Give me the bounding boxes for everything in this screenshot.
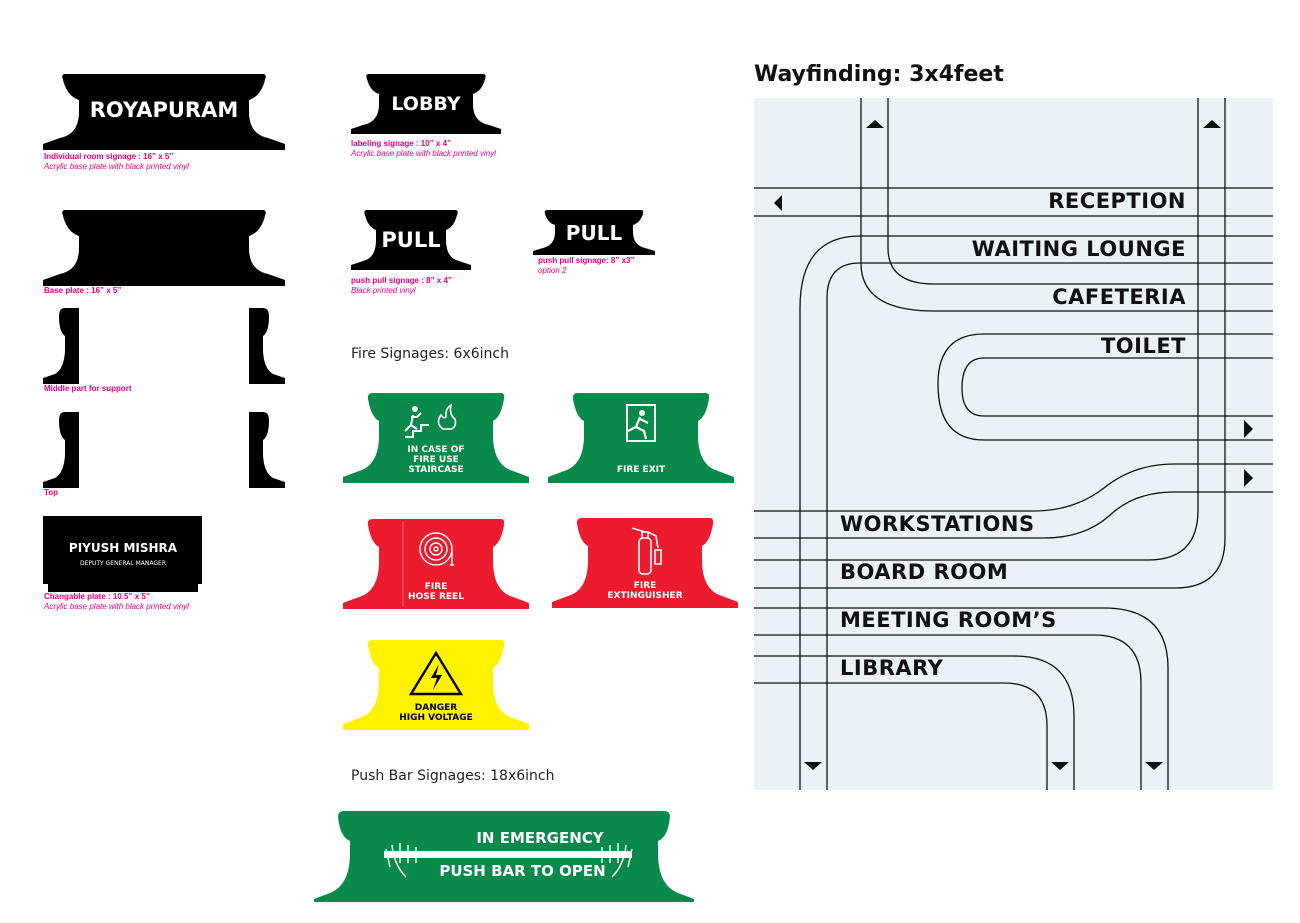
danger-line2: HIGH VOLTAGE: [399, 713, 473, 723]
fire-section-title: Fire Signages: 6x6inch: [351, 346, 509, 362]
fire-hose-reel-text: FIRE HOSE REEL: [381, 582, 491, 602]
danger-high-voltage-sign: [343, 640, 529, 730]
push-bar-sign: [314, 811, 694, 902]
room-sign-caption-title: Individual room signage : 16” x 5”: [44, 152, 174, 161]
pull-sign-alt-caption-title: push pull signage: 8” x3”: [538, 256, 635, 265]
fire-extinguisher-line1: FIRE: [633, 581, 657, 591]
wayfinding-title: Wayfinding: 3x4feet: [754, 62, 1004, 87]
room-sign-caption: Individual room signage : 16” x 5” Acryl…: [44, 152, 189, 172]
fire-extinguisher-text: FIRE EXTINGUISHER: [590, 581, 700, 601]
danger-high-voltage-text: DANGER HIGH VOLTAGE: [381, 703, 491, 723]
pull-sign-alt-caption: push pull signage: 8” x3” option 2: [538, 256, 634, 276]
wayfinding-meeting-rooms: MEETING ROOM’S: [840, 608, 1057, 632]
wayfinding-board-room: BOARD ROOM: [840, 560, 1009, 584]
name-plate-caption: Changable plate : 10.5” x 5” Acrylic bas…: [44, 592, 189, 612]
fire-staircase-line2: FIRE USE: [413, 455, 459, 465]
pull-sign-caption-note: Black printed vinyl: [351, 286, 416, 295]
base-plate: [43, 210, 285, 286]
fire-hose-reel-sign: [343, 519, 529, 609]
fire-staircase-text: IN CASE OF FIRE USE STAIRCASE: [381, 445, 491, 475]
fire-hose-reel-line1: FIRE: [424, 582, 448, 592]
lobby-sign-caption-title: labeling signage : 10” x 4”: [351, 139, 452, 148]
pull-sign-plate: [351, 210, 471, 270]
fire-hose-reel-line2: HOSE REEL: [408, 592, 464, 602]
danger-line1: DANGER: [414, 703, 458, 713]
base-plate-caption: Base plate : 16” x 5”: [44, 286, 121, 296]
room-sign-label: ROYAPURAM: [89, 98, 239, 122]
fire-extinguisher-line2: EXTINGUISHER: [607, 591, 683, 601]
wayfinding-reception: RECEPTION: [1048, 189, 1186, 213]
fire-staircase-sign: [343, 393, 529, 483]
lobby-sign-plate: [351, 74, 501, 134]
push-bar-line1: IN EMERGENCY: [476, 829, 604, 847]
wayfinding-waiting-lounge: WAITING LOUNGE: [971, 237, 1186, 261]
name-plate: [43, 516, 202, 592]
name-plate-designation: DEPUTY GENERAL MANAGER: [79, 560, 167, 567]
push-bar-line2: PUSH BAR TO OPEN: [439, 862, 606, 880]
fire-staircase-line3: STAIRCASE: [408, 465, 464, 475]
wayfinding-board: [754, 98, 1273, 790]
name-plate-caption-note: Acrylic base plate with black printed vi…: [44, 602, 189, 611]
base-plate-caption-title: Base plate : 16” x 5”: [44, 286, 122, 295]
pushbar-section-title: Push Bar Signages: 18x6inch: [351, 768, 555, 784]
fire-staircase-line1: IN CASE OF: [407, 445, 465, 455]
wayfinding-cafeteria: CAFETERIA: [1052, 285, 1186, 309]
fire-exit-line1: FIRE EXIT: [616, 465, 666, 475]
wayfinding-toilet: TOILET: [1100, 334, 1186, 358]
fire-exit-text: FIRE EXIT: [586, 465, 696, 475]
middle-part-caption: Middle part for support: [44, 384, 132, 394]
lobby-sign-caption: labeling signage : 10” x 4” Acrylic base…: [351, 139, 496, 159]
top-part-right: [249, 412, 285, 488]
wayfinding-library: LIBRARY: [840, 656, 944, 680]
name-plate-name: PIYUSH MISHRA: [68, 541, 178, 555]
fire-exit-sign: [548, 393, 734, 483]
top-part-left: [43, 412, 79, 488]
top-part-caption-title: Top: [44, 488, 59, 497]
lobby-sign-label: LOBBY: [391, 93, 461, 115]
middle-support-right: [249, 308, 285, 384]
pull-sign-label: PULL: [381, 228, 441, 252]
name-plate-caption-title: Changable plate : 10.5” x 5”: [44, 592, 150, 601]
room-sign-caption-note: Acrylic base plate with black printed vi…: [44, 162, 189, 171]
pull-sign-caption: push pull signage : 8” x 4” Black printe…: [351, 276, 452, 296]
top-part-caption: Top: [44, 488, 58, 498]
middle-part-caption-title: Middle part for support: [44, 384, 132, 393]
middle-support-left: [43, 308, 79, 384]
wayfinding-workstations: WORKSTATIONS: [840, 512, 1035, 536]
pull-sign-caption-title: push pull signage : 8” x 4”: [351, 276, 452, 285]
pull-sign-alt-plate: [533, 210, 655, 255]
pull-sign-alt-label: PULL: [565, 221, 623, 245]
lobby-sign-caption-note: Acrylic base plate with black printed vi…: [351, 149, 496, 158]
pull-sign-alt-caption-note: option 2: [538, 266, 567, 275]
fire-extinguisher-sign: [552, 518, 738, 608]
room-sign-plate: [43, 74, 285, 150]
